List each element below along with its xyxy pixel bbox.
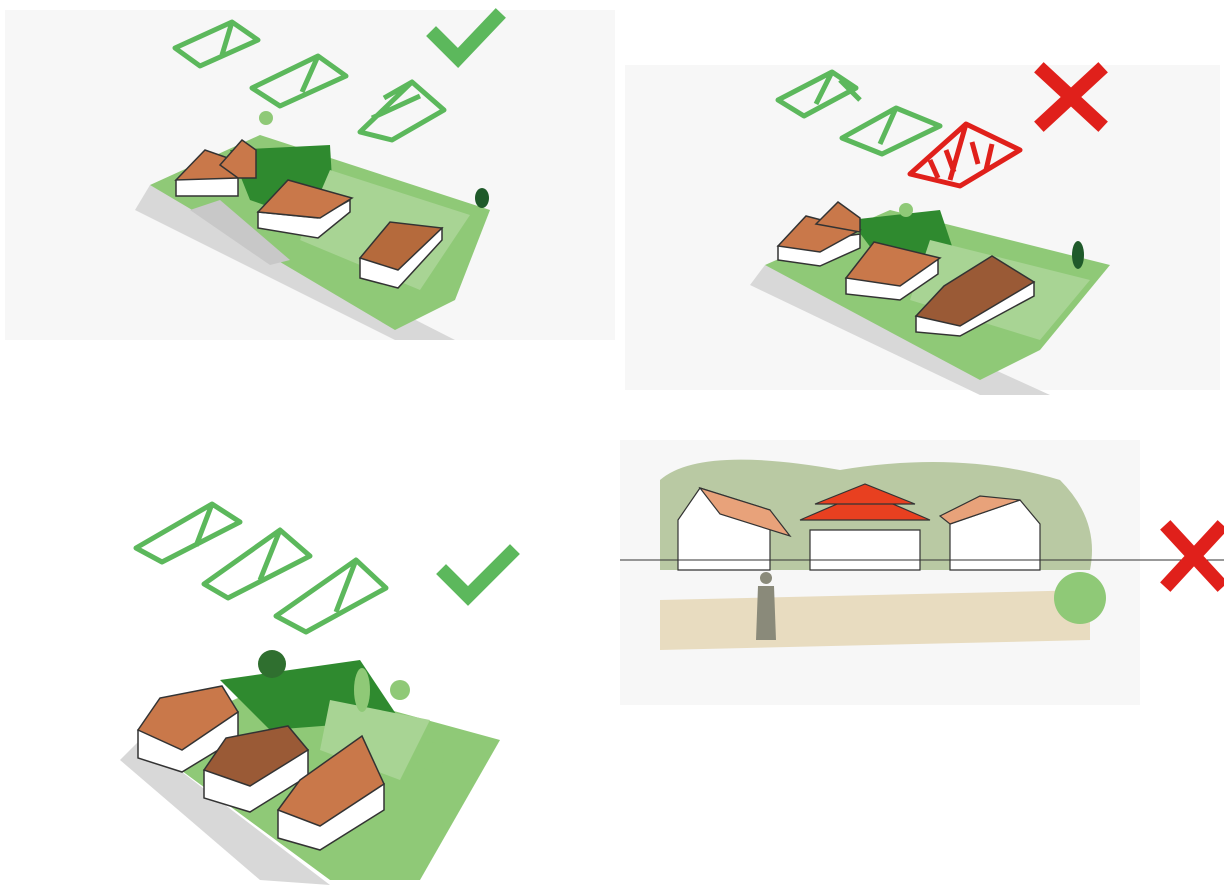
panel-a-illustration <box>0 0 620 345</box>
panel-approved-gabled-street <box>0 0 620 345</box>
tree-icon <box>259 111 273 125</box>
tree-icon <box>1072 241 1084 269</box>
panel-approved-steep-gables <box>100 480 530 888</box>
tree-icon <box>258 650 286 678</box>
roof-outline-icon <box>276 560 386 632</box>
tree-icon <box>899 203 913 217</box>
tree-icon <box>475 188 489 208</box>
tree-icon <box>1054 572 1106 624</box>
tree-icon <box>416 742 444 770</box>
roof-outline-icon <box>204 530 310 598</box>
panel-d-illustration <box>620 440 1224 710</box>
tree-icon <box>390 680 410 700</box>
panel-rejected-oversized-building <box>620 440 1224 710</box>
check-icon <box>446 554 510 596</box>
tree-icon <box>354 668 370 712</box>
panel-c-illustration <box>100 480 530 888</box>
wall-band <box>660 590 1090 650</box>
roof-outline-icon <box>136 504 240 562</box>
panel-b-illustration <box>620 60 1224 395</box>
panel-rejected-hipped-roof-street <box>620 60 1224 395</box>
cross-icon <box>1170 530 1218 582</box>
